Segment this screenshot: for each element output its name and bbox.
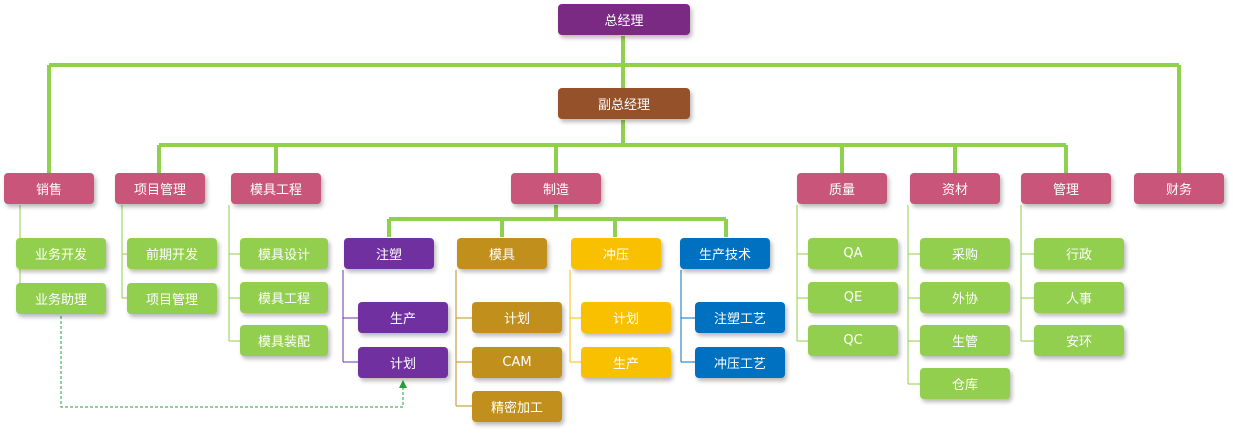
sales-item: 业务开发 [16,238,106,269]
mfg-production-tech: 生产技术 [680,238,770,269]
node-general-manager: 总经理 [558,4,690,35]
line-materials-items [907,205,920,385]
prodtech-item: 注塑工艺 [695,302,785,333]
mold-item: CAM [472,347,562,378]
line-project-items [121,205,127,299]
line-management-items [1020,205,1034,342]
stamping-item: 生产 [581,347,671,378]
dept-manufacturing: 制造 [511,173,601,204]
dept-mold-engineering: 模具工程 [231,173,321,204]
dashed-link [60,316,404,408]
project-item: 前期开发 [127,238,217,269]
mold-item: 精密加工 [472,391,562,422]
quality-item: QE [808,282,898,313]
injection-item: 生产 [358,302,448,333]
materials-item: 外协 [920,282,1010,313]
materials-item: 仓库 [920,368,1010,399]
dept-materials: 资材 [910,173,1000,204]
line-injection-items [342,270,358,363]
dept-project-management: 项目管理 [115,173,205,204]
injection-item: 计划 [358,347,448,378]
prodtech-item: 冲压工艺 [695,347,785,378]
mold-eng-item: 模具设计 [240,238,328,269]
mold-item: 计划 [472,302,562,333]
mfg-stamping: 冲压 [571,238,661,269]
sales-item: 业务助理 [16,283,106,314]
mold-eng-item: 模具装配 [240,325,328,356]
mold-eng-item: 模具工程 [240,282,328,313]
dept-management: 管理 [1021,173,1111,204]
line-quality-items [796,205,808,342]
mfg-mold: 模具 [457,238,547,269]
line-moldeng-items [228,205,240,342]
dashed-link-arrowhead [399,380,407,388]
line-stamping-items [569,270,581,363]
project-item: 项目管理 [127,283,217,314]
dept-quality: 质量 [797,173,887,204]
stamping-item: 计划 [581,302,671,333]
mfg-injection: 注塑 [344,238,434,269]
line-mold-items [455,270,472,407]
node-deputy-general-manager: 副总经理 [558,88,690,119]
dept-finance: 财务 [1134,173,1224,204]
dept-sales: 销售 [4,173,94,204]
quality-item: QA [808,238,898,269]
materials-item: 采购 [920,238,1010,269]
materials-item: 生管 [920,325,1010,356]
management-item: 行政 [1034,238,1124,269]
management-item: 人事 [1034,282,1124,313]
line-prodtech-items [680,270,695,363]
management-item: 安环 [1034,325,1124,356]
quality-item: QC [808,325,898,356]
